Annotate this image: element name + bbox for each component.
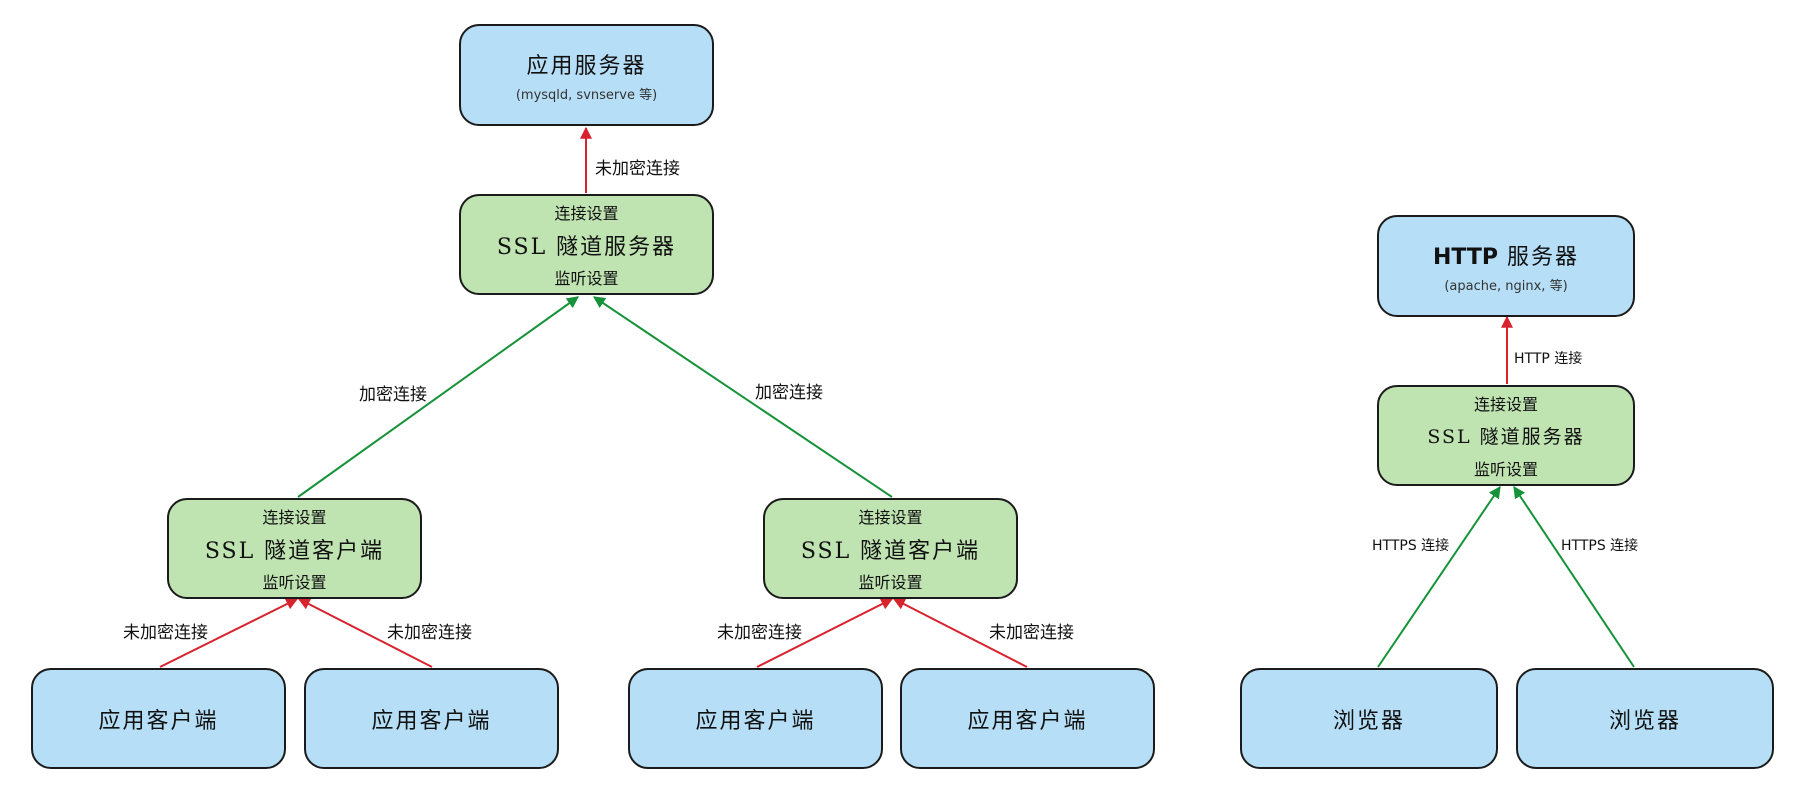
app-server-title: 应用服务器 <box>526 53 647 79</box>
ssl-server-right-node: 连接设置 SSL 隧道服务器 监听设置 <box>1377 385 1635 486</box>
edge-browser2-to-ssl <box>1513 486 1635 668</box>
edge-app3-to-client2 <box>756 598 894 668</box>
ssl-client-1-top: 连接设置 <box>262 508 327 527</box>
ssl-server-right-top: 连接设置 <box>1473 395 1538 414</box>
edge-browser1-to-ssl <box>1377 486 1501 668</box>
label-app4-to-client2: 未加密连接 <box>989 623 1074 643</box>
ssl-client-1-bottom: 监听设置 <box>262 573 327 592</box>
label-app2-to-client1: 未加密连接 <box>387 623 472 643</box>
edge-client2-to-server <box>593 296 893 498</box>
ssl-client-2-title: SSL 隧道客户端 <box>800 538 981 564</box>
label-server-to-app: 未加密连接 <box>595 159 680 179</box>
ssl-client-1-node: 连接设置 SSL 隧道客户端 监听设置 <box>167 498 422 599</box>
label-client1-to-server: 加密连接 <box>359 385 427 405</box>
browser-1-title: 浏览器 <box>1332 708 1405 734</box>
http-server-subtitle: (apache, nginx, 等) <box>1444 278 1568 294</box>
ssl-client-2-bottom: 监听设置 <box>858 573 923 592</box>
app-client-3-title: 应用客户端 <box>695 708 816 734</box>
edge-app1-to-client1 <box>159 598 299 668</box>
app-server-subtitle: (mysqld, svnserve 等) <box>515 87 658 103</box>
label-client2-to-server: 加密连接 <box>755 383 823 403</box>
label-ssl-to-http: HTTP 连接 <box>1514 351 1583 367</box>
ssl-server-left-bottom: 监听设置 <box>554 269 619 288</box>
ssl-server-left-title: SSL 隧道服务器 <box>496 234 677 260</box>
app-client-1-title: 应用客户端 <box>98 708 219 734</box>
app-server-node: 应用服务器 (mysqld, svnserve 等) <box>459 24 714 126</box>
app-client-2-title: 应用客户端 <box>371 708 492 734</box>
label-browser2-to-ssl: HTTPS 连接 <box>1561 538 1639 554</box>
app-client-3-node: 应用客户端 <box>628 668 883 769</box>
ssl-server-right-title: SSL 隧道服务器 <box>1427 426 1585 448</box>
app-client-4-title: 应用客户端 <box>967 708 1088 734</box>
ssl-client-2-top: 连接设置 <box>858 508 923 527</box>
browser-2-title: 浏览器 <box>1608 708 1681 734</box>
browser-2-node: 浏览器 <box>1516 668 1774 769</box>
app-client-2-node: 应用客户端 <box>304 668 559 769</box>
http-server-title-rest: 服务器 <box>1498 244 1580 270</box>
browser-1-node: 浏览器 <box>1240 668 1498 769</box>
ssl-client-2-node: 连接设置 SSL 隧道客户端 监听设置 <box>763 498 1018 599</box>
edge-app4-to-client2 <box>892 598 1028 668</box>
app-client-4-node: 应用客户端 <box>900 668 1155 769</box>
ssl-server-left-top: 连接设置 <box>554 204 619 223</box>
http-server-title-bold: HTTP <box>1432 244 1499 270</box>
label-browser1-to-ssl: HTTPS 连接 <box>1372 538 1450 554</box>
edge-app2-to-client1 <box>297 598 433 668</box>
http-server-title: HTTP 服务器 <box>1433 239 1579 271</box>
ssl-client-1-title: SSL 隧道客户端 <box>204 538 385 564</box>
ssl-server-right-bottom: 监听设置 <box>1473 460 1538 479</box>
label-app3-to-client2: 未加密连接 <box>717 623 802 643</box>
app-client-1-node: 应用客户端 <box>31 668 286 769</box>
label-app1-to-client1: 未加密连接 <box>123 623 208 643</box>
ssl-server-left-node: 连接设置 SSL 隧道服务器 监听设置 <box>459 194 714 295</box>
edge-client1-to-server <box>297 296 579 498</box>
http-server-node: HTTP 服务器 (apache, nginx, 等) <box>1377 215 1635 317</box>
